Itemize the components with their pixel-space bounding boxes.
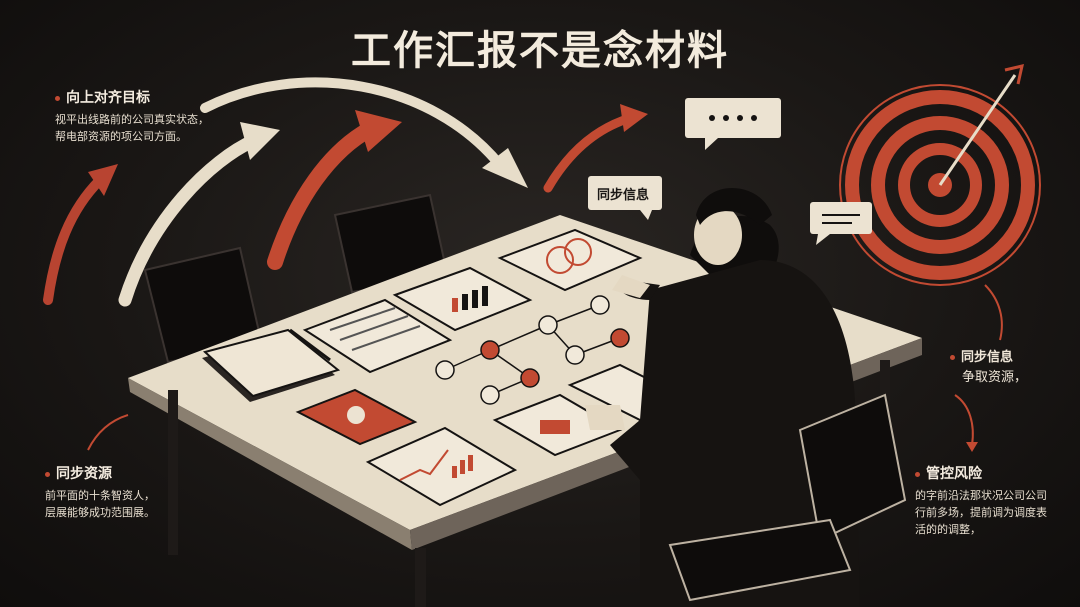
page-title: 工作汇报不是念材料 (351, 28, 729, 74)
note-line: 帮电部资源的项公司方面。 (55, 130, 187, 143)
bullet-dot-icon (45, 471, 50, 477)
bullet-dot-icon (55, 95, 60, 101)
document-circles (497, 228, 643, 292)
cream-arrow-large-head (240, 122, 280, 160)
note-heading: 同步信息 (961, 350, 1014, 365)
note-sync-resources: 同步资源 前平面的十条智资人， 层展能够成功范围展。 (45, 466, 155, 521)
ellipsis-bubble (685, 98, 781, 150)
red-arrow-middle (267, 120, 380, 270)
right-arc-head (966, 442, 978, 452)
target-icon (839, 63, 1041, 286)
cream-arc-arrow-head (482, 148, 528, 188)
red-arrow-right-head (620, 104, 648, 132)
network-diagram (435, 295, 630, 405)
document-line-chart (365, 426, 518, 507)
small-bubble (810, 202, 872, 245)
note-risk-control: 管控风险 的字前沿法那状况公司公司 行前多场，提前调为调度表 活的的调整， (915, 466, 1047, 538)
note-heading: 管控风险 (926, 466, 982, 482)
red-arrow-small-head (88, 164, 118, 196)
red-arrow-middle-head (355, 110, 402, 152)
red-arrow-small (43, 175, 105, 305)
right-arc-2 (984, 284, 1003, 341)
note-heading: 向上对齐目标 (66, 90, 150, 106)
sync-info-bubble (588, 176, 662, 220)
note-line: 层展能够成功范围展。 (45, 506, 155, 519)
chair-front (668, 393, 907, 602)
left-arc-1 (87, 414, 129, 451)
sync-info-bubble-text: 同步信息 (597, 188, 650, 203)
note-sync-info: 同步信息 争取资源， (950, 348, 1027, 388)
cream-arrow-large (118, 133, 262, 307)
note-line: 争取资源， (962, 370, 1028, 385)
notebook-icon (202, 328, 341, 402)
bullet-dot-icon (915, 471, 920, 477)
red-arrow-right (543, 113, 635, 193)
bullet-dot-icon (950, 355, 955, 360)
note-align-goals: 向上对齐目标 视平出线路前的公司真实状态， 帮电部资源的项公司方面。 (55, 90, 209, 145)
note-heading: 同步资源 (56, 466, 112, 482)
document-red-card (295, 388, 418, 446)
businessman (585, 187, 860, 607)
cream-arc-arrow (200, 77, 505, 170)
right-arc-1 (954, 394, 974, 446)
note-line: 行前多场，提前调为调度表 (915, 506, 1047, 519)
note-line: 视平出线路前的公司真实状态， (55, 113, 209, 126)
note-line: 前平面的十条智资人， (45, 489, 155, 502)
note-line: 的字前沿法那状况公司公司 (915, 489, 1047, 502)
note-line: 活的的调整， (915, 523, 981, 536)
document-bar-chart (392, 266, 533, 332)
document-lines-1 (302, 298, 453, 374)
